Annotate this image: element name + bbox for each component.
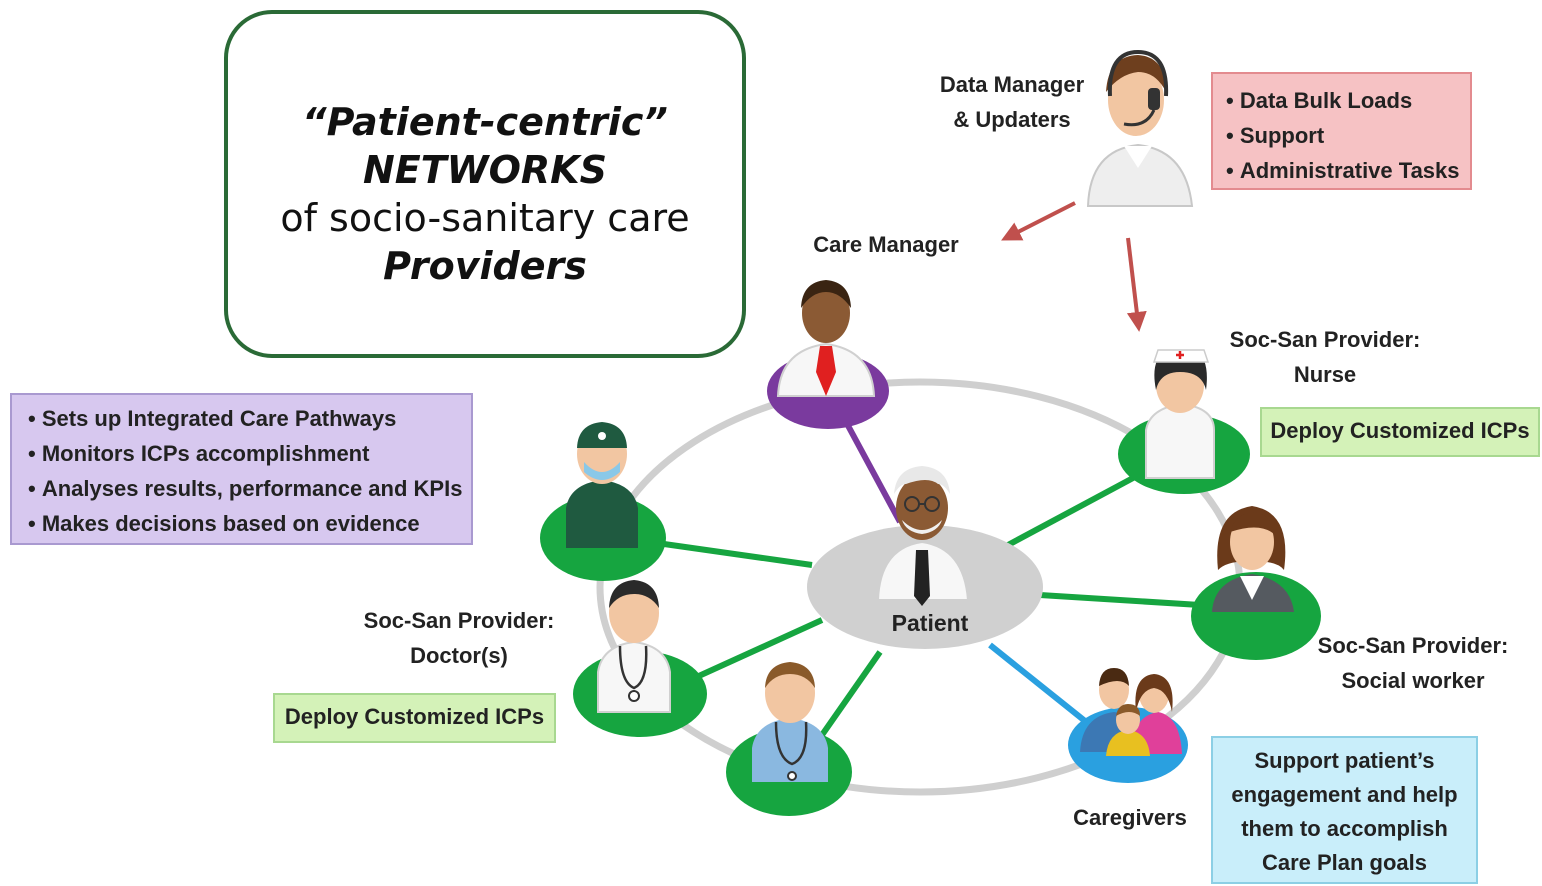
title-line-1: “Patient-centric” (302, 100, 668, 144)
nurse-action-box: Deploy Customized ICPs (1260, 407, 1540, 457)
data-manager-task: Administrative Tasks (1226, 153, 1470, 188)
spoke-surgeon (649, 539, 813, 568)
care-manager-task: Sets up Integrated Care Pathways (28, 401, 471, 436)
spoke-nurse (1006, 467, 1150, 548)
nurse-label-line-2: Nurse (1293, 362, 1357, 387)
title-line-2: NETWORKS (363, 148, 607, 192)
caregiver-support-line-3: them to accomplish (1241, 816, 1448, 841)
caregivers-label: Caregivers (1073, 805, 1187, 830)
arrow-to-care-manager (1001, 201, 1076, 241)
care-manager-tasks-box: Sets up Integrated Care Pathways Monitor… (10, 393, 473, 545)
nurse-label: Soc-San Provider: Nurse (1222, 322, 1428, 392)
data-manager-label: Data Manager & Updaters (928, 67, 1096, 137)
doctor-label: Soc-San Provider: Doctor(s) (356, 603, 562, 673)
spoke-caregivers (988, 642, 1092, 728)
data-manager-task: Support (1226, 118, 1470, 153)
social-worker-label-line-1: Soc-San Provider: (1317, 633, 1509, 658)
data-manager-label-line-2: & Updaters (953, 107, 1071, 132)
doctor-action-box: Deploy Customized ICPs (273, 693, 556, 743)
social-worker-label: Soc-San Provider: Social worker (1310, 628, 1516, 698)
arrow-to-nurse (1126, 237, 1147, 332)
headset-operator-icon (1086, 49, 1194, 207)
care-manager-task: Analyses results, performance and KPIs (28, 471, 471, 506)
social-worker-label-line-2: Social worker (1341, 668, 1485, 693)
surgeon-with-mask-icon (566, 422, 638, 548)
caregiver-support-box: Support patient’s engagement and help th… (1211, 736, 1478, 884)
doctor-with-stethoscope-icon (597, 580, 671, 713)
patient-label: Patient (891, 610, 969, 636)
care-manager-task: Monitors ICPs accomplishment (28, 436, 471, 471)
data-manager-label-line-1: Data Manager (939, 72, 1085, 97)
care-manager-label: Care Manager (813, 232, 959, 257)
caregiver-support-line-4: Care Plan goals (1261, 850, 1428, 875)
spoke-health-worker (812, 650, 883, 747)
family-group-icon (1080, 668, 1182, 756)
manager-with-red-tie-icon (776, 280, 876, 397)
caregiver-support-line-2: engagement and help (1231, 782, 1458, 807)
title-box: “Patient-centric” NETWORKS of socio-sani… (224, 10, 746, 358)
elderly-man-icon (876, 466, 970, 606)
spoke-care-manager (842, 418, 903, 524)
spoke-social-worker (1039, 592, 1201, 608)
network-spokes (649, 418, 1201, 747)
title-line-4: Providers (383, 244, 587, 288)
nurse-icon (1145, 349, 1215, 479)
data-manager-tasks-box: Data Bulk Loads Support Administrative T… (1211, 72, 1472, 190)
doctor-label-line-2: Doctor(s) (410, 643, 508, 668)
health-worker-with-stethoscope-icon (752, 662, 828, 782)
care-manager-task: Makes decisions based on evidence (28, 506, 471, 541)
doctor-label-line-1: Soc-San Provider: (363, 608, 555, 633)
data-manager-task: Data Bulk Loads (1226, 83, 1470, 118)
title-line-3: of socio-sanitary care (280, 196, 690, 240)
woman-in-suit-icon (1212, 506, 1294, 612)
spoke-doctor (688, 617, 824, 683)
nurse-label-line-1: Soc-San Provider: (1229, 327, 1421, 352)
caregiver-support-line-1: Support patient’s (1254, 748, 1435, 773)
